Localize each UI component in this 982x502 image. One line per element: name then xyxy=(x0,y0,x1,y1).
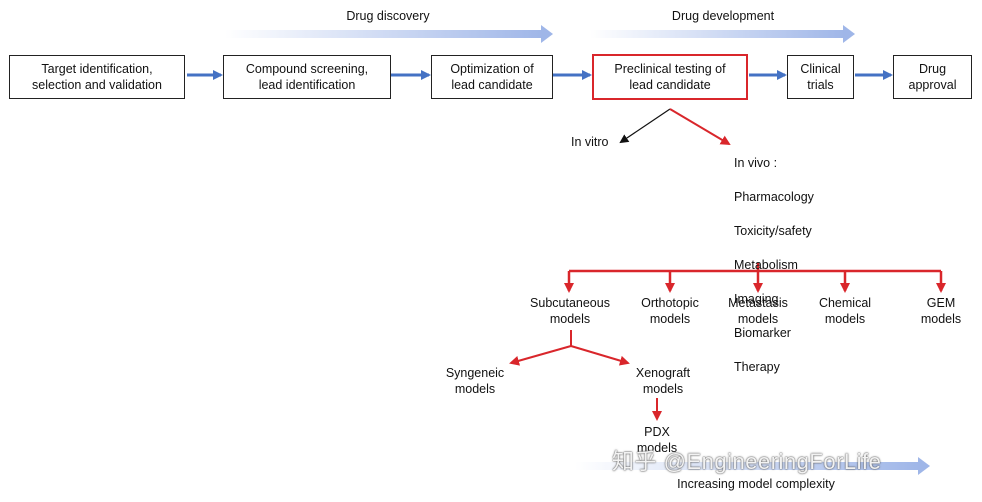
phase-arrow-discovery xyxy=(225,25,553,43)
model-subcutaneous: Subcutaneous models xyxy=(530,296,610,326)
model-orthotopic: Orthotopic models xyxy=(641,296,699,326)
watermark: 知乎 @EngineeringForLife xyxy=(612,444,881,476)
model-metastasis: Metastasis models xyxy=(728,296,788,326)
box-target-identification: Target identification, selection and val… xyxy=(9,55,185,99)
in-vivo-item: Therapy xyxy=(734,360,780,374)
subcutaneous-split xyxy=(509,330,630,366)
model-chemical: Chemical models xyxy=(818,296,872,326)
in-vitro-arrow xyxy=(619,108,671,144)
phase-label-development: Drug development xyxy=(671,9,775,23)
watermark-handle: @EngineeringForLife xyxy=(663,449,882,474)
in-vivo-item: Pharmacology xyxy=(734,190,814,204)
box-compound-screening: Compound screening, lead identification xyxy=(223,55,391,99)
in-vivo-heading: In vivo : xyxy=(734,156,778,170)
model-pdx: PDX models xyxy=(636,425,678,455)
in-vivo-list: In vivo : Pharmacology Toxicity/safety M… xyxy=(734,138,814,393)
in-vivo-item: Metabolism xyxy=(734,258,798,272)
model-syngeneic: Syngeneic models xyxy=(445,366,505,396)
in-vivo-arrow xyxy=(669,108,731,146)
model-xenograft: Xenograft models xyxy=(635,366,691,396)
box-optimization: Optimization of lead candidate xyxy=(431,55,553,99)
in-vitro-label: In vitro xyxy=(571,135,609,149)
in-vivo-item: Toxicity/safety xyxy=(734,224,812,238)
complexity-arrow xyxy=(575,457,930,475)
model-gem: GEM models xyxy=(920,296,962,326)
phase-label-discovery: Drug discovery xyxy=(346,9,430,23)
box-clinical-trials: Clinical trials xyxy=(787,55,854,99)
model-tree xyxy=(564,263,946,293)
box-drug-approval: Drug approval xyxy=(893,55,972,99)
in-vivo-item: Imaging xyxy=(734,292,779,306)
watermark-cn: 知乎 xyxy=(612,449,658,474)
complexity-label: Increasing model complexity xyxy=(677,477,835,491)
box-preclinical-testing: Preclinical testing of lead candidate xyxy=(592,54,748,100)
in-vivo-item: Biomarker xyxy=(734,326,791,340)
phase-arrow-development xyxy=(590,25,855,43)
